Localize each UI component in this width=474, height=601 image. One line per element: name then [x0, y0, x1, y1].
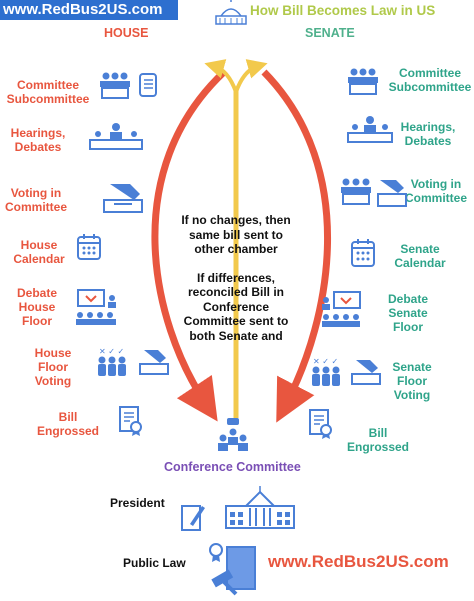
calendar-icon [76, 233, 102, 266]
ballot-vote-icon [100, 180, 146, 219]
conference-meeting-icon [218, 418, 248, 459]
senate-heading: SENATE [305, 26, 355, 40]
center-explanation: If no changes, then same bill sent to ot… [181, 213, 291, 343]
white-house-icon [222, 486, 298, 535]
svg-text:✕ ✓ ✓: ✕ ✓ ✓ [313, 357, 338, 366]
floor-debate-icon [72, 288, 124, 335]
certificate-icon [308, 408, 334, 445]
ballot-vote-icon [340, 176, 410, 217]
floor-voting-icon: ✕ ✓ ✓ [310, 356, 384, 395]
svg-text:✕ ✓ ✓: ✕ ✓ ✓ [99, 347, 124, 356]
signing-pen-icon [180, 502, 206, 537]
president-label: President [110, 496, 165, 510]
senate-step-hearings: Hearings,Debates [400, 120, 456, 148]
house-step-hearings: Hearings,Debates [10, 126, 66, 154]
site-banner-bottom[interactable]: www.RedBus2US.com [268, 552, 449, 571]
hearing-icon [346, 114, 394, 149]
calendar-icon [350, 238, 376, 273]
diagram-title: How Bill Becomes Law in US [250, 3, 436, 18]
committee-icon [98, 70, 164, 105]
law-gavel-icon [206, 540, 262, 601]
site-banner-top[interactable]: www.RedBus2US.com [0, 0, 178, 20]
house-heading: HOUSE [104, 26, 149, 40]
capitol-icon [212, 0, 250, 31]
conference-committee-label: Conference Committee [164, 460, 301, 474]
floor-voting-icon: ✕ ✓ ✓ [96, 346, 170, 383]
senate-flow-arrow [261, 69, 331, 423]
committee-icon [346, 66, 380, 101]
house-flow-arrow [151, 69, 227, 422]
return-arrow-left [204, 59, 238, 93]
return-arrow-right [234, 59, 268, 93]
floor-debate-icon [318, 290, 364, 337]
certificate-icon [118, 405, 144, 442]
public-law-label: Public Law [123, 556, 186, 570]
hearing-icon [88, 121, 144, 156]
